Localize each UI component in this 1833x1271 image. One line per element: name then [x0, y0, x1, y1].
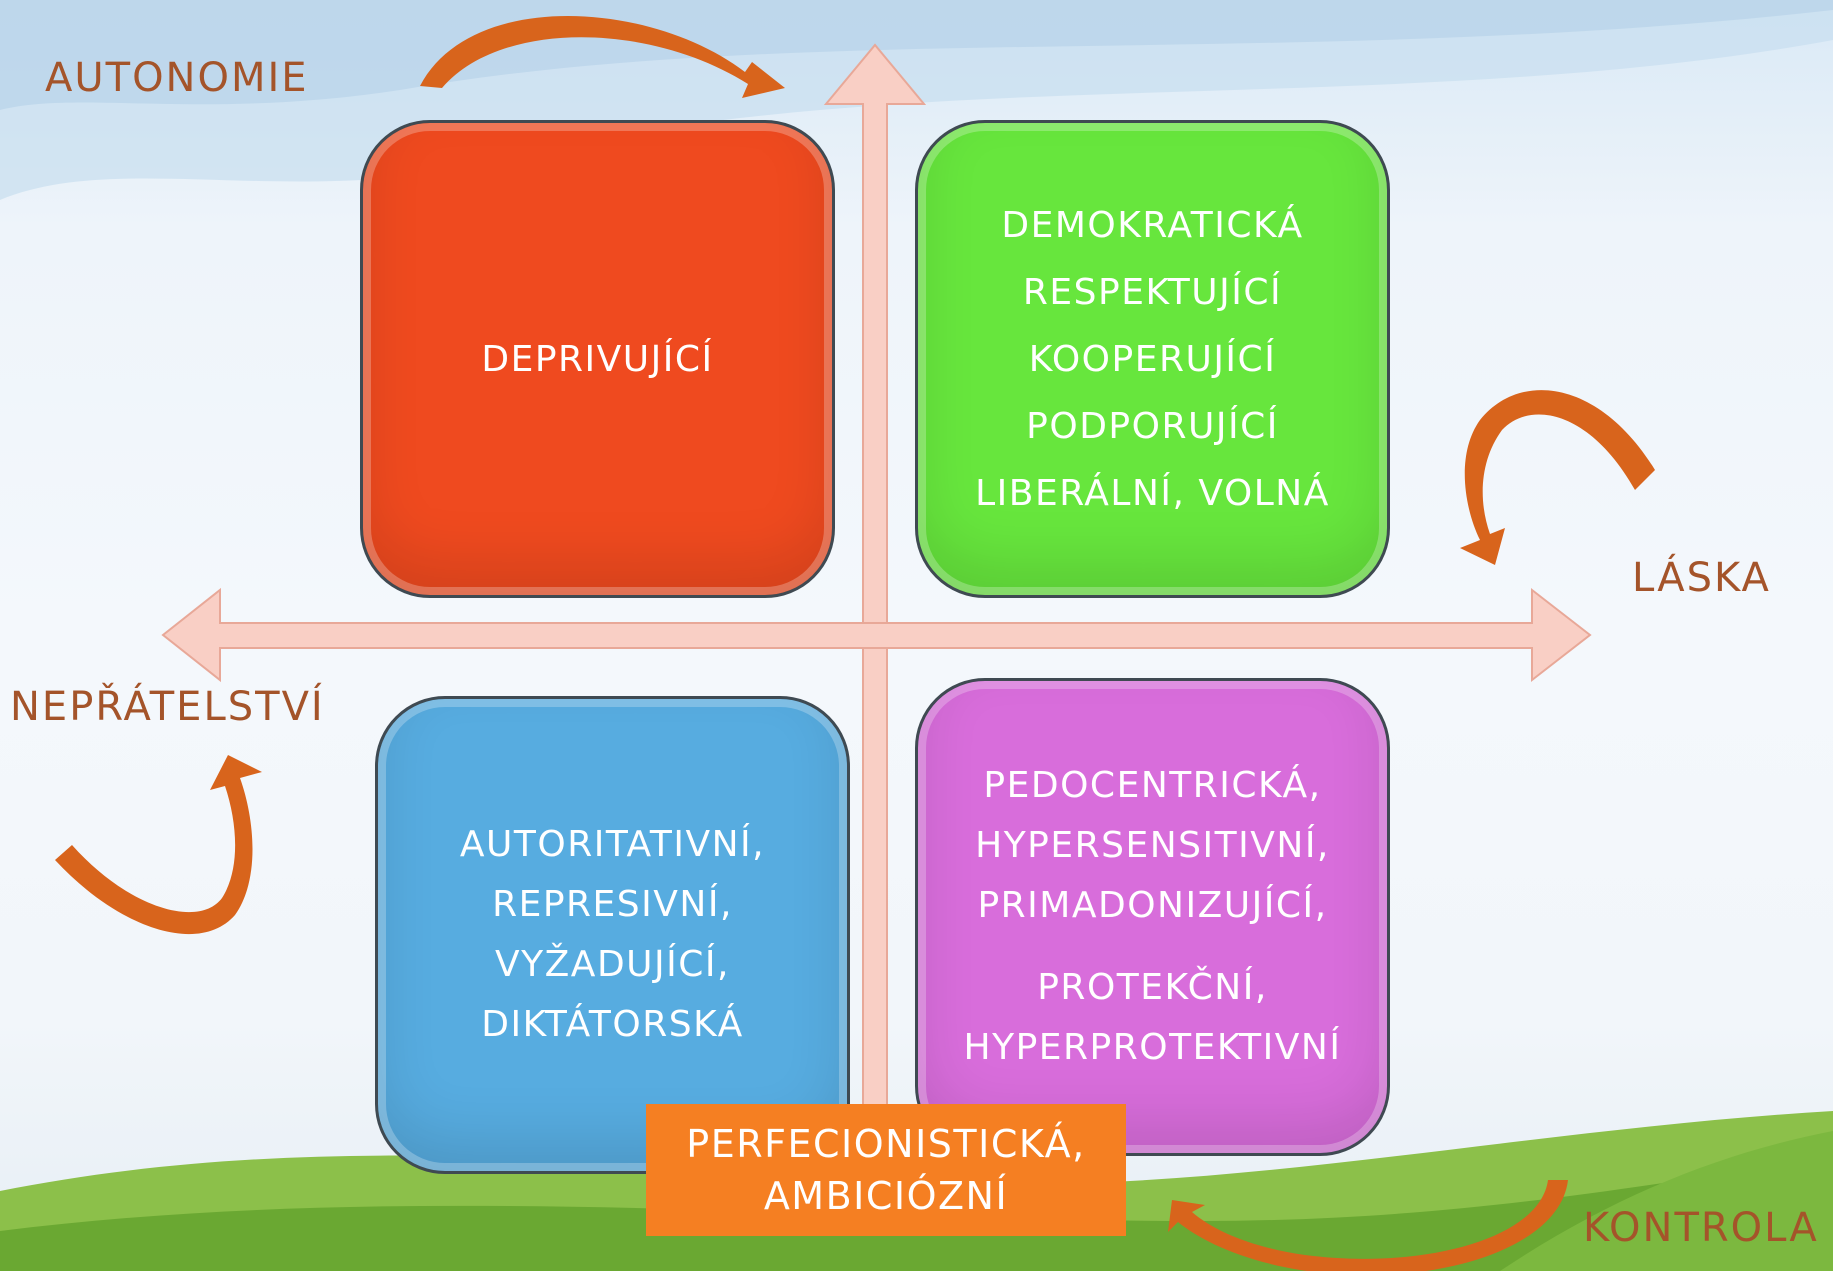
quadrant-depriving: DEPRIVUJÍCÍ — [360, 120, 835, 598]
axis-label-love: LÁSKA — [1632, 555, 1771, 601]
axis-label-control: KONTROLA — [1583, 1205, 1819, 1251]
quadrant-pedocentric: PEDOCENTRICKÁ, HYPERSENSITIVNÍ, PRIMADON… — [915, 678, 1390, 1156]
quadrant-text: HYPERPROTEKTIVNÍ — [963, 1027, 1342, 1068]
quadrant-text: REPRESIVNÍ, — [492, 884, 733, 925]
quadrant-text: DEMOKRATICKÁ — [1001, 204, 1304, 246]
quadrant-text: KOOPERUJÍCÍ — [1028, 338, 1277, 380]
center-text: PERFECIONISTICKÁ, — [686, 1122, 1086, 1166]
quadrant-text: VYŽADUJÍCÍ, — [495, 944, 730, 985]
quadrant-text: PRIMADONIZUJÍCÍ, — [977, 885, 1328, 926]
center-text: AMBICIÓZNÍ — [763, 1174, 1009, 1218]
vertical-axis-arrow — [823, 43, 927, 1131]
quadrant-text: HYPERSENSITIVNÍ, — [975, 825, 1330, 866]
quadrant-text: RESPEKTUJÍCÍ — [1022, 271, 1283, 313]
quadrant-text: DIKTÁTORSKÁ — [481, 1004, 744, 1045]
quadrant-text: PEDOCENTRICKÁ, — [983, 765, 1322, 806]
quadrant-text: PODPORUJÍCÍ — [1026, 405, 1279, 447]
axis-label-autonomy: AUTONOMIE — [45, 55, 309, 101]
quadrant-text: LIBERÁLNÍ, VOLNÁ — [975, 472, 1330, 514]
quadrant-text: DEPRIVUJÍCÍ — [481, 338, 714, 380]
center-box-perfectionist: PERFECIONISTICKÁ, AMBICIÓZNÍ — [646, 1104, 1126, 1236]
quadrant-democratic: DEMOKRATICKÁ RESPEKTUJÍCÍ KOOPERUJÍCÍ PO… — [915, 120, 1390, 598]
quadrant-authoritative: AUTORITATIVNÍ, REPRESIVNÍ, VYŽADUJÍCÍ, D… — [375, 696, 850, 1174]
horizontal-axis-arrow — [161, 587, 1592, 683]
quadrant-text: AUTORITATIVNÍ, — [459, 824, 766, 865]
axis-label-hostility: NEPŘÁTELSTVÍ — [10, 684, 325, 730]
quadrant-text: PROTEKČNÍ, — [1037, 967, 1268, 1008]
